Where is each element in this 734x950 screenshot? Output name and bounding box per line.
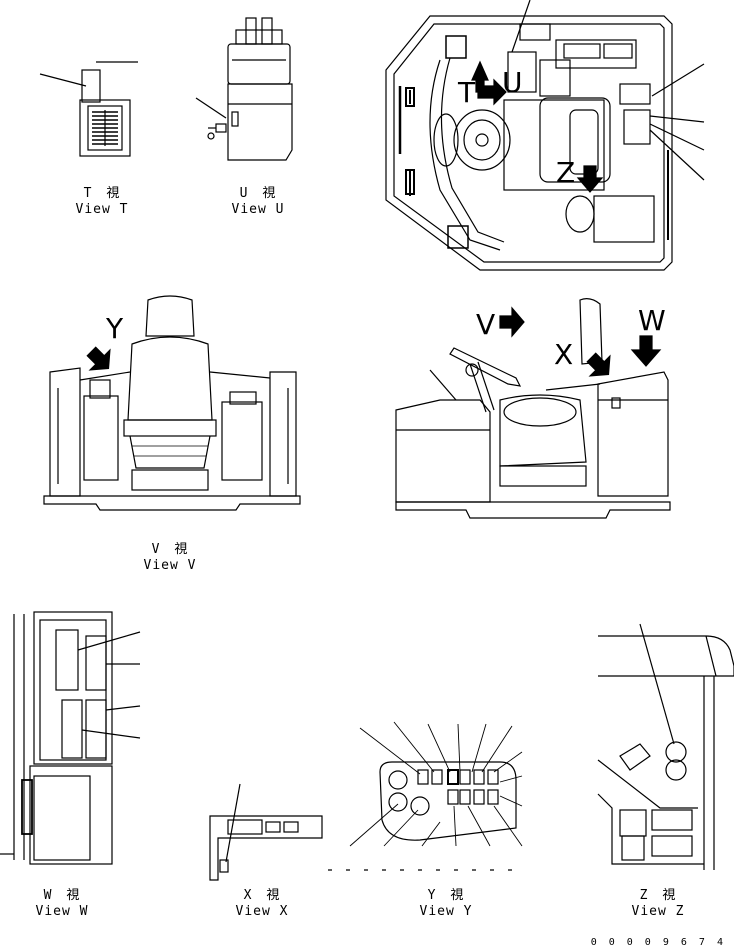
- view-z-drawing: [597, 623, 734, 870]
- view-y-caption-en: View Y: [419, 904, 473, 919]
- arrow-letter-u: U: [502, 66, 523, 99]
- view-u-caption: U 視 View U: [218, 186, 298, 218]
- view-x-caption-en: View X: [235, 904, 289, 919]
- view-y-caption-jp: Y 視: [427, 888, 465, 903]
- view-w-caption-en: View W: [35, 904, 89, 919]
- view-z-caption: Z 視 View Z: [618, 888, 698, 920]
- view-u-drawing: [195, 17, 293, 161]
- arrow-letter-x: X: [554, 338, 574, 371]
- view-t-drawing: [39, 61, 138, 157]
- view-w-caption: W 視 View W: [22, 888, 102, 920]
- view-y-drawing: [328, 721, 523, 871]
- side-view-drawing: [395, 298, 671, 519]
- view-z-caption-jp: Z 視: [639, 888, 677, 903]
- cab-plan-drawing: [385, 0, 705, 271]
- view-y-caption: Y 視 View Y: [406, 888, 486, 920]
- view-t-caption: T 視 View T: [62, 186, 142, 218]
- view-v-caption: V 視 View V: [130, 542, 210, 574]
- view-x-caption: X 視 View X: [222, 888, 302, 920]
- view-w-drawing: [0, 611, 141, 865]
- view-x-drawing: [209, 783, 323, 881]
- view-u-caption-jp: U 視: [239, 186, 277, 201]
- view-z-caption-en: View Z: [631, 904, 685, 919]
- view-t-caption-jp: T 視: [83, 186, 121, 201]
- view-v-drawing: [43, 295, 301, 511]
- view-u-caption-en: View U: [231, 202, 285, 217]
- arrow-letter-v: V: [476, 308, 496, 341]
- arrow-letter-t: T: [458, 76, 476, 109]
- arrow-letter-z: Z: [556, 156, 576, 189]
- document-number: 0 0 0 0 9 6 7 4: [590, 937, 726, 948]
- view-v-caption-en: View V: [143, 558, 197, 573]
- view-w-caption-jp: W 視: [43, 888, 81, 903]
- view-x-caption-jp: X 視: [243, 888, 281, 903]
- view-t-caption-en: View T: [75, 202, 129, 217]
- arrow-letter-y: Y: [106, 312, 124, 345]
- arrow-letter-w: W: [638, 304, 666, 337]
- view-v-caption-jp: V 視: [151, 542, 189, 557]
